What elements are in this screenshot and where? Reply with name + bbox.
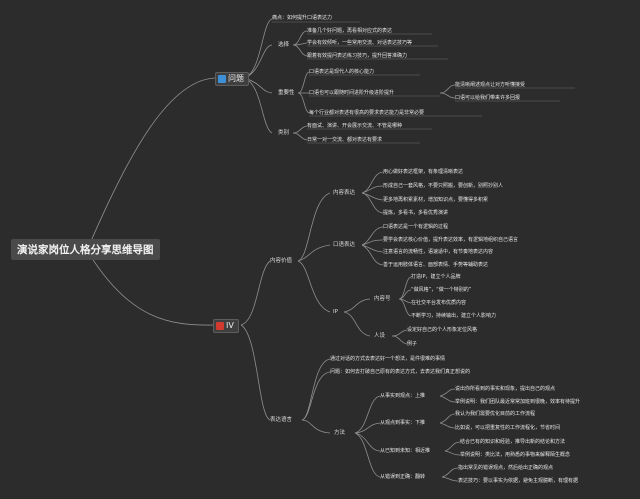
method-1-child-2[interactable]: 举例说明：我们团队最近常常加班到很晚，效率有待提升 (455, 399, 581, 405)
content-value-node[interactable]: 内容价值 (270, 258, 293, 264)
method-3-child-2[interactable]: 举例说明：类比法，用熟悉的事物来解释陌生概念 (460, 452, 571, 458)
language-item-1[interactable]: 通过对话的方式去表达好一个想法，是件很难的事情 (330, 356, 446, 362)
category-item-2[interactable]: 日常一对一交流、都对表达有要求 (307, 137, 383, 143)
branch-node-problem[interactable]: 问题 (215, 72, 249, 86)
oral-item-3[interactable]: 注意语言的流畅性，语速适中，有节奏地表达内容 (383, 249, 494, 255)
expression-language-node[interactable]: 表达语言 (270, 417, 293, 423)
oral-item-2[interactable]: 要学会表达核心价值，提升表达效率，有逻辑地组织自己语言 (383, 237, 519, 243)
language-item-2[interactable]: 问题：如何去打破自己原有的表达方式，去表达我们真正想说的 (330, 369, 471, 375)
ip-item-4[interactable]: 不断学习，持续输出，建立个人影响力 (411, 313, 497, 319)
importance-item-3[interactable]: 每个行业都对表述有很高的要求表达能力是非常必要 (309, 110, 425, 116)
ip-item-1[interactable]: 打造IP，建立个人品牌 (411, 274, 461, 280)
method-1-child-1[interactable]: 说出你所看到的事实和现象，提出自己的观点 (455, 386, 556, 392)
category-node[interactable]: 类别 (278, 130, 290, 136)
persona-item-2[interactable]: 例子 (407, 341, 418, 347)
ip-item-2[interactable]: “做风格”，“做一个特别的” (411, 287, 472, 293)
content-item-1[interactable]: 用心做好表达框架，有条理清晰表达 (383, 169, 464, 175)
branch-title: IV (226, 321, 234, 330)
flag-icon (216, 322, 224, 330)
branch-node-iv[interactable]: IV (213, 319, 239, 333)
importance-item-1[interactable]: 口语表达是现代人的核心能力 (309, 69, 375, 75)
method-item-2[interactable]: 从观点到事实：下推 (380, 420, 426, 426)
content-expression-node[interactable]: 内容表达 (333, 190, 356, 196)
diamond-icon (218, 75, 226, 83)
ip-item-3[interactable]: 在社交平台发布优质内容 (411, 300, 467, 306)
method-4-child-1[interactable]: 指出常见的错误观点，然后给出正确的观点 (458, 465, 554, 471)
root-topic[interactable]: 演说家岗位人格分享思维导图 (11, 239, 160, 260)
importance-item-2[interactable]: 口语也可以跟随时间进阶升级进阶提升 (309, 90, 395, 96)
pain-point-node[interactable]: 痛点：如何提升口语表达力 (272, 15, 333, 21)
persona-item-1[interactable]: 设定好自己的个人形象定位风格 (407, 327, 478, 333)
category-item-1[interactable]: 有面试、演讲、开会展示交流、不管是哪种 (307, 123, 403, 129)
method-3-child-1[interactable]: 结合已有的知识和经验，推导出新的结论和方法 (460, 439, 566, 445)
importance-sub-2[interactable]: 口语可以给我们带来许多回报 (455, 95, 521, 101)
method-item-4[interactable]: 从错误到正确：翻转 (380, 474, 426, 480)
importance-sub-1[interactable]: 能清晰阐述观点让对方听懂接受 (455, 82, 526, 88)
oral-item-1[interactable]: 口语表达是一个有逻辑的过程 (383, 224, 449, 230)
choice-item-3[interactable]: 跟着有效提问表达练习技巧，提升回答准确力 (307, 53, 408, 59)
content-account-node[interactable]: 内容号 (374, 296, 391, 302)
content-item-2[interactable]: 形成自己一套风格，不要只照搬，要创新，别照抄别人 (383, 183, 504, 189)
method-2-child-1[interactable]: 我认为我们需要优化目前的工作流程 (455, 411, 536, 417)
persona-node[interactable]: 人设 (374, 333, 386, 339)
choice-item-2[interactable]: 学会有效倾听，一些常用交流、对话表达技巧等 (307, 40, 413, 46)
content-item-4[interactable]: 提炼，多看书，多看优秀演讲 (383, 210, 449, 216)
method-2-child-2[interactable]: 比如说，可以把重复性的工作流程化，节省时间 (455, 425, 561, 431)
oral-item-4[interactable]: 善于运用肢体语言、面部表情、手势等辅助表达 (383, 262, 489, 268)
oral-expression-node[interactable]: 口语表达 (333, 242, 356, 248)
method-node[interactable]: 方法 (334, 430, 346, 436)
choice-item-1[interactable]: 准备几个好问题，再看相对应式的表达 (307, 28, 393, 34)
method-4-child-2[interactable]: 表达技巧：要以事实为依据，避免主观臆断，有理有据 (458, 478, 579, 484)
ip-node[interactable]: IP (333, 309, 338, 315)
branch-title: 问题 (228, 74, 244, 83)
method-item-1[interactable]: 从事实到观点：上推 (380, 393, 426, 399)
choice-node[interactable]: 选择 (278, 42, 290, 48)
importance-node[interactable]: 重要性 (278, 90, 295, 96)
method-item-3[interactable]: 从已知到未知：相近推 (380, 448, 431, 454)
content-item-3[interactable]: 更多地再积累素材，增加知识点，要懂得多积累 (383, 197, 489, 203)
